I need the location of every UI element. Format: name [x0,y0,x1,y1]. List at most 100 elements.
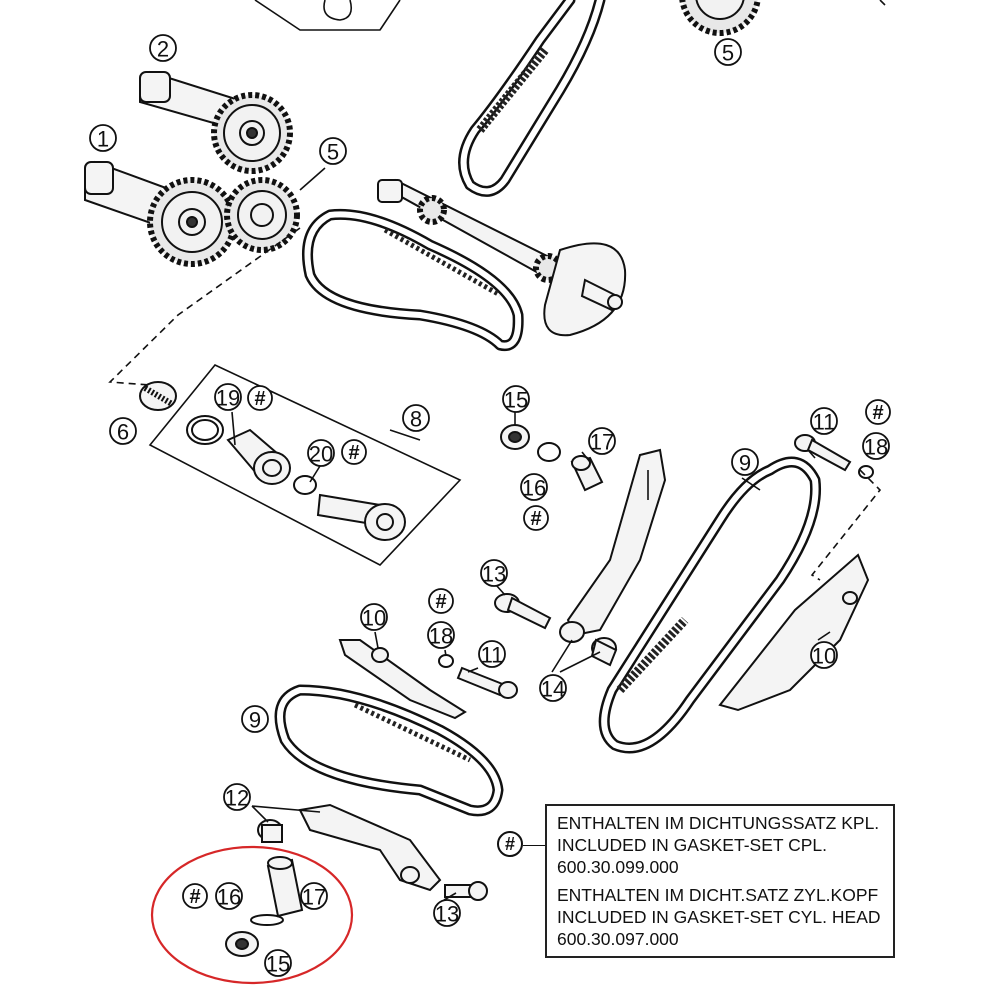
callout-circle-20 [307,439,335,467]
hash-circle-5 [428,588,454,614]
bolt-11-right [794,434,874,479]
callout-number-13b: 13 [435,902,459,927]
legend-line-1-1: ENTHALTEN IM DICHTUNGSSATZ KPL. [557,813,880,833]
callout-number-2: 2 [157,37,169,62]
callout-11b: 11 [478,640,506,668]
hash-symbol-5: # [435,591,446,613]
callout-circle-12 [223,783,251,811]
legend-line-2-2: INCLUDED IN GASKET-SET CYL. HEAD [557,907,881,927]
callout-circle-11a [810,407,838,435]
callout-circle-10b [810,641,838,669]
hash-symbol-2: # [348,442,359,464]
callout-circle-6 [109,417,137,445]
callout-circle-2 [149,34,177,62]
callout-19: 19 [214,383,242,411]
callout-circle-14 [539,674,567,702]
callout-number-19: 19 [216,386,240,411]
needle-bearing-6 [139,381,177,411]
callout-number-11b: 11 [481,643,504,668]
callout-number-6: 6 [117,420,129,445]
callout-circle-11b [478,640,506,668]
callout-circle-8 [402,404,430,432]
callout-number-9a: 9 [739,451,751,476]
callout-16b: 16 [215,882,243,910]
callout-13a: 13 [480,559,508,587]
upper-chain-top [458,0,606,197]
callout-circle-17a [588,427,616,455]
guide-rail-10-left [338,639,467,720]
cam-chain-9-left [274,684,504,817]
bolt-11-left [438,654,518,699]
bolt-13-middle [494,593,618,667]
hash-circle-4 [865,399,891,425]
callout-number-18a: 18 [864,435,888,460]
callout-number-14: 14 [541,677,565,702]
intermediate-gear-5 [224,177,300,253]
hash-callout-3: # [523,505,549,531]
callout-number-9b: 9 [249,708,261,733]
camshaft-2 [139,70,293,174]
callout-number-17a: 17 [590,430,614,455]
callout-15a: 15 [502,385,530,413]
callout-circle-15a [502,385,530,413]
hash-callout-4: # [865,399,891,425]
hash-callout-6: # [182,883,208,909]
callout-circle-13a [480,559,508,587]
callout-number-20: 20 [309,442,333,467]
callout-number-18b: 18 [429,624,453,649]
callout-5a: 5 [319,137,347,165]
leader-lines [231,167,831,901]
callout-number-12: 12 [225,786,249,811]
callout-circle-10a [360,603,388,631]
callout-circle-1 [89,124,117,152]
hash-symbol-3: # [530,508,541,530]
callout-8: 8 [402,404,430,432]
callout-16a: 16 [520,473,548,501]
hash-circle-3 [523,505,549,531]
callout-18a: 18 [862,432,890,460]
callout-number-5b: 5 [722,41,734,66]
highlight-circle [150,845,354,985]
hash-circle-6 [182,883,208,909]
callout-number-13a: 13 [482,562,506,587]
callout-circle-15b [264,949,292,977]
callout-circle-19 [214,383,242,411]
callout-2: 2 [149,34,177,62]
callout-number-10b: 10 [812,644,836,669]
cam-chain-9-right [598,456,822,754]
dash-gear5-to-6 [108,227,301,386]
callout-20: 20 [307,439,335,467]
callout-circle-5b [714,38,742,66]
callout-1: 1 [89,124,117,152]
callout-circle-16a [520,473,548,501]
top-cropped-parts [254,0,886,36]
hash-symbol-1: # [254,388,265,410]
callout-circle-17b [300,882,328,910]
callout-9a: 9 [731,448,759,476]
callout-14: 14 [539,674,567,702]
callout-5b: 5 [714,38,742,66]
callout-18b: 18 [427,621,455,649]
callout-number-17b: 17 [302,885,326,910]
callout-6: 6 [109,417,137,445]
callout-9b: 9 [241,705,269,733]
hash-circle-2 [341,439,367,465]
legend-line-2-1: ENTHALTEN IM DICHT.SATZ ZYL.KOPF [557,885,879,905]
callout-circle-18a [862,432,890,460]
callout-number-8: 8 [410,407,422,432]
callout-circle-13b [433,899,461,927]
dash-18-to-rail [810,469,882,581]
callout-12: 12 [223,783,251,811]
callout-number-10a: 10 [362,606,386,631]
hash-callout-5: # [428,588,454,614]
callout-10a: 10 [360,603,388,631]
legend-connector-line [523,845,545,846]
callout-15b: 15 [264,949,292,977]
tensioner-kit-box-8 [148,364,462,566]
callout-13b: 13 [433,899,461,927]
callout-labels: 1255681920151617991111181810101313141216… [89,34,891,977]
legend-box: ENTHALTEN IM DICHTUNGSSATZ KPL. INCLUDED… [545,804,895,958]
tensioner-parts-middle [500,424,604,492]
callout-number-5a: 5 [327,140,339,165]
